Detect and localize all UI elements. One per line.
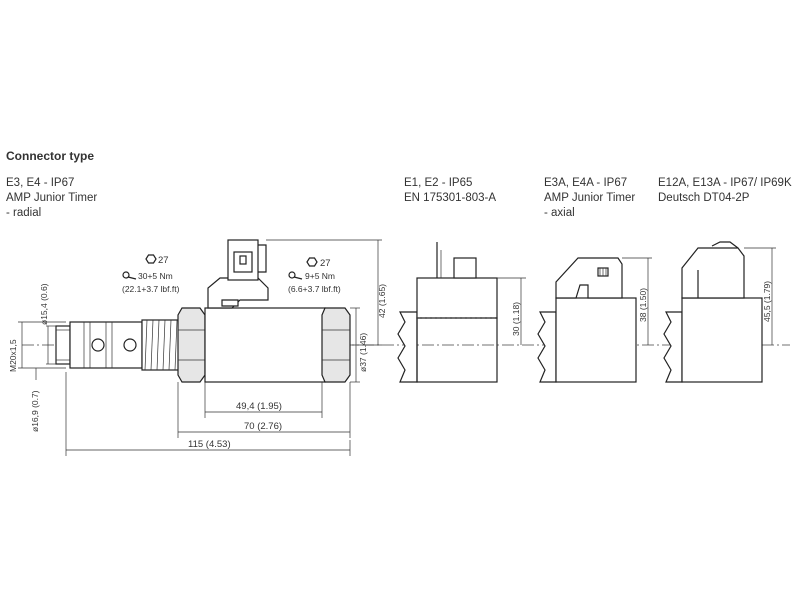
connector-caption-e1-e2: E1, E2 - IP65 EN 175301-803-A — [404, 177, 496, 204]
coil-e1 — [416, 277, 498, 319]
coil-housing — [204, 307, 326, 383]
svg-text:E3A, E4A - IP67: E3A, E4A - IP67 — [544, 177, 627, 189]
svg-text:EN 175301-803-A: EN 175301-803-A — [404, 192, 496, 204]
svg-text:(6.6+3.7 lbf.ft): (6.6+3.7 lbf.ft) — [288, 284, 341, 294]
svg-text:49,4 (1.95): 49,4 (1.95) — [236, 401, 282, 412]
svg-text:30 (1.18): 30 (1.18) — [511, 302, 521, 336]
svg-text:38 (1.50): 38 (1.50) — [638, 288, 648, 322]
svg-text:ø15,4 (0.6): ø15,4 (0.6) — [39, 283, 49, 325]
connector-caption-e3a-e4a: E3A, E4A - IP67 AMP Junior Timer - axial — [544, 177, 635, 219]
svg-text:AMP Junior Timer: AMP Junior Timer — [6, 192, 97, 204]
svg-text:M20x1,5: M20x1,5 — [8, 339, 18, 372]
valve-main-view: 27 30+5 Nm (22.1+3.7 lbf.ft) 27 9+5 Nm (… — [8, 239, 387, 456]
svg-text:Deutsch DT04-2P: Deutsch DT04-2P — [658, 192, 750, 204]
torque-wrench-icon — [288, 271, 303, 280]
cartridge-tip — [55, 325, 71, 365]
svg-text:AMP Junior Timer: AMP Junior Timer — [544, 192, 635, 204]
broken-shaft-e3a — [537, 311, 557, 383]
broken-shaft-e12a — [663, 311, 683, 383]
connector-deutsch — [681, 247, 745, 299]
svg-text:ø16,9 (0.7): ø16,9 (0.7) — [30, 390, 40, 432]
svg-text:9+5 Nm: 9+5 Nm — [305, 271, 335, 281]
nut-annotation-left: 27 30+5 Nm (22.1+3.7 lbf.ft) — [122, 254, 180, 294]
port-hole-2 — [123, 338, 137, 352]
nut-annotation-right: 27 9+5 Nm (6.6+3.7 lbf.ft) — [288, 257, 341, 294]
hex-nut-left — [177, 307, 206, 383]
dim-height-38: 38 (1.50) — [622, 257, 652, 345]
svg-text:(22.1+3.7 lbf.ft): (22.1+3.7 lbf.ft) — [122, 284, 180, 294]
svg-text:E12A, E13A - IP67/ IP69K: E12A, E13A - IP67/ IP69K — [658, 177, 792, 189]
hexagon-icon — [145, 254, 157, 264]
connector-axial — [555, 257, 623, 299]
thread-lines — [144, 319, 178, 371]
dim-thread: M20x1,5 — [8, 321, 66, 372]
hexagon-icon — [306, 257, 318, 267]
connector-plug-e1 — [453, 257, 477, 279]
svg-text:115 (4.53): 115 (4.53) — [188, 439, 231, 450]
svg-text:70 (2.76): 70 (2.76) — [244, 421, 282, 432]
view-e1-e2: 30 (1.18) — [397, 242, 526, 383]
svg-text:E1, E2 - IP65: E1, E2 - IP65 — [404, 177, 472, 189]
broken-shaft-e1 — [397, 311, 418, 383]
svg-text:27: 27 — [320, 258, 331, 269]
dim-len-115: 115 (4.53) — [65, 372, 351, 456]
svg-text:- axial: - axial — [544, 207, 575, 219]
svg-text:E3, E4 - IP67: E3, E4 - IP67 — [6, 177, 74, 189]
svg-text:- radial: - radial — [6, 207, 41, 219]
port-hole-1 — [91, 338, 105, 352]
coil-e12a — [681, 297, 763, 383]
dim-height-42: 42 (1.65) — [266, 239, 387, 346]
svg-text:27: 27 — [158, 255, 169, 266]
dim-len-49-4: 49,4 (1.95) — [204, 382, 323, 418]
dim-dia-16-9: ø16,9 (0.7) — [30, 368, 40, 432]
hex-nut-right — [321, 307, 351, 383]
dim-height-30: 30 (1.18) — [497, 277, 526, 345]
dim-height-45-5: 45,5 (1.79) — [744, 247, 776, 345]
section-heading: Connector type — [6, 149, 94, 163]
dim-len-70: 70 (2.76) — [177, 382, 351, 438]
connector-radial-e3 — [207, 239, 269, 309]
view-e12a-e13a: 45,5 (1.79) — [663, 241, 776, 383]
dim-dia-15-4: ø15,4 (0.6) — [39, 283, 56, 365]
view-e3a-e4a: 38 (1.50) — [537, 257, 652, 383]
connector-caption-e3-e4: E3, E4 - IP67 AMP Junior Timer - radial — [6, 177, 97, 219]
svg-text:42 (1.65): 42 (1.65) — [377, 284, 387, 318]
svg-text:30+5 Nm: 30+5 Nm — [138, 271, 173, 281]
coil-e3a — [555, 297, 637, 383]
svg-text:45,5 (1.79): 45,5 (1.79) — [762, 281, 772, 322]
svg-text:ø37 (1.46): ø37 (1.46) — [358, 333, 368, 372]
connector-caption-e12a-e13a: E12A, E13A - IP67/ IP69K Deutsch DT04-2P — [658, 177, 792, 204]
torque-wrench-icon — [122, 271, 137, 280]
